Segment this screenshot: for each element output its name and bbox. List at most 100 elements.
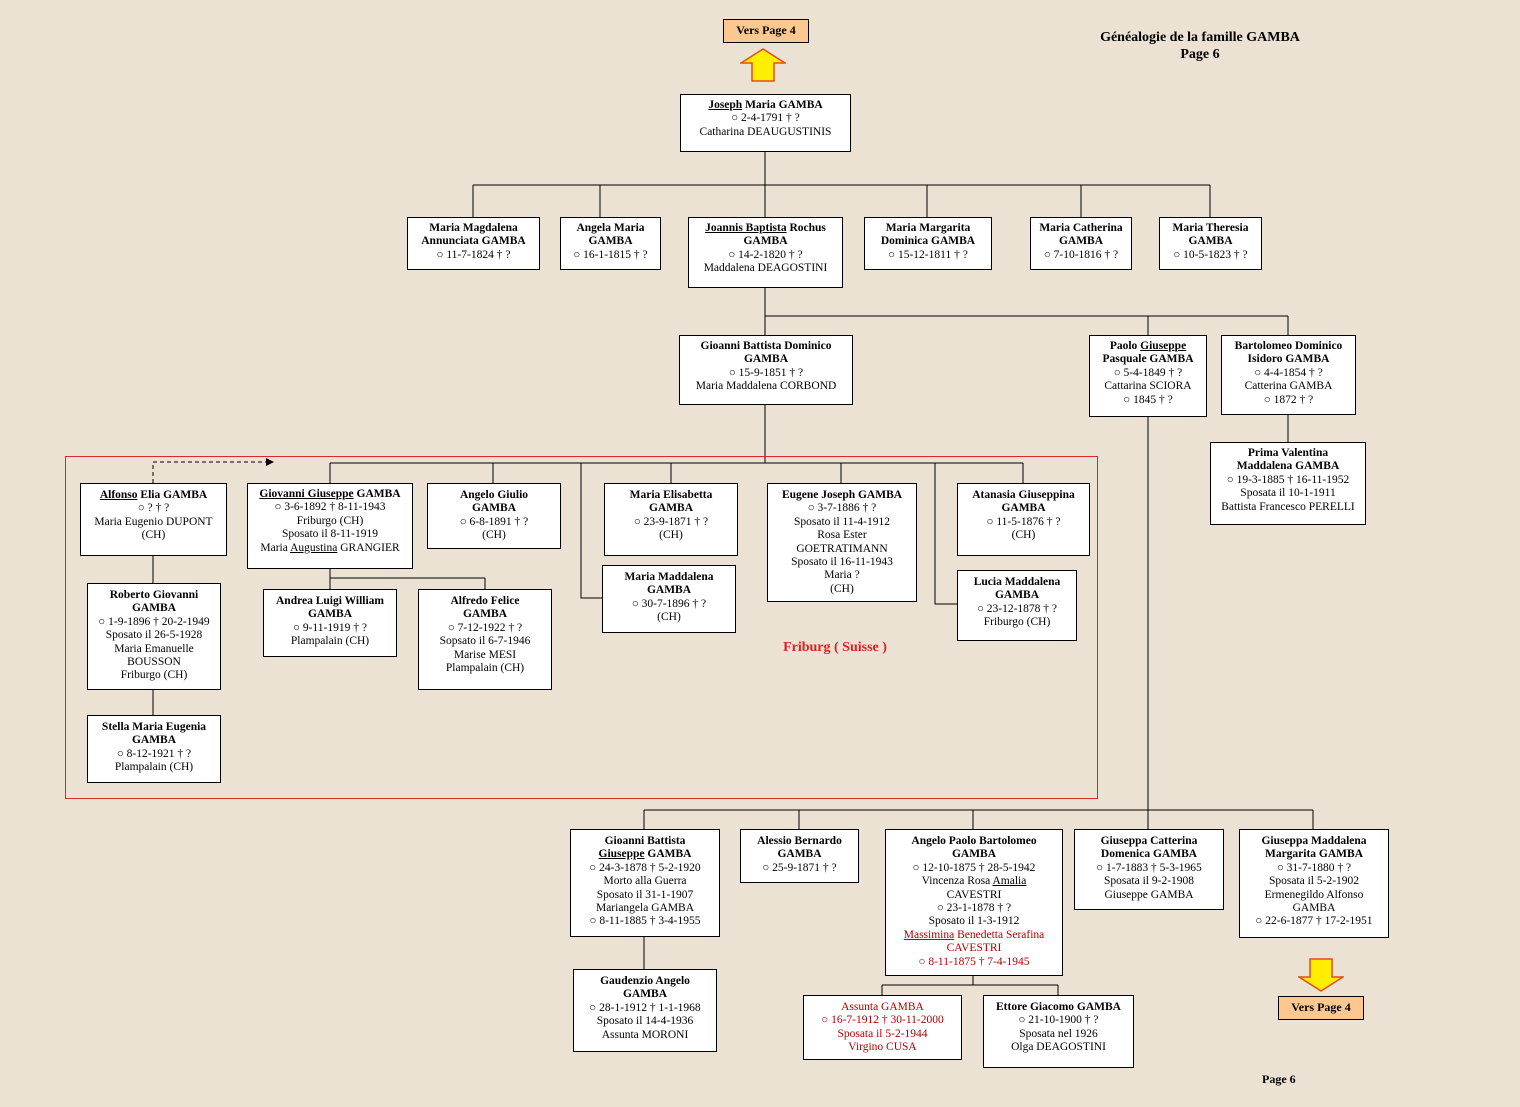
person-line: Annunciata GAMBA [410,235,537,248]
person-text: GAMBA [588,235,633,248]
person-line: ○ 9-11-1919 † ? [266,622,394,635]
person-text: ○ 19-3-1885 † 16-11-1952 [1226,473,1350,486]
person-line: Sposato il 31-1-1907 [573,889,717,902]
person-text: Friburgo (CH) [120,669,188,682]
person-line: Giuseppe GAMBA [1077,889,1221,902]
person-text: Sposato il 26-5-1928 [105,629,203,642]
person-text: ○ 8-11-1875 † 7-4-1945 [918,955,1030,968]
person-line: ○ 22-6-1877 † 17-2-1951 [1242,915,1386,928]
person-text: Andrea Luigi William [276,595,384,607]
person-line: GAMBA [266,608,394,621]
person-line: (CH) [605,611,733,624]
person-line: ○ 1872 † ? [1224,394,1353,407]
person-line: GAMBA [421,608,549,621]
person-line: Stella Maria Eugenia [90,721,218,734]
person-text: CAVESTRI [946,888,1002,901]
person-text: Ettore Giacomo GAMBA [996,1001,1121,1013]
page-number: Page 6 [1262,1072,1296,1086]
person-text: GAMBA [471,502,517,515]
person-line: Gioanni Battista Dominico [682,340,850,353]
person-text: Maddalena GAMBA [1236,460,1340,473]
person-line: ○ 15-12-1811 † ? [867,249,989,262]
person-line: ○ 11-5-1876 † ? [960,516,1087,529]
person-line: ○ 23-12-1878 † ? [960,603,1074,616]
person-text: Giovanni Giuseppe [259,488,354,500]
person-text: Elia GAMBA [137,489,208,501]
person-line: ○ 3-7-1886 † ? [770,502,914,515]
person-line: GAMBA [888,848,1060,861]
person-text: Massimina [903,928,955,941]
person-line: GAMBA [605,584,733,597]
person-text: (CH) [659,529,683,542]
person-joseph: Joseph Maria GAMBA○ 2-4-1791 † ?Catharin… [680,94,851,152]
person-text: ○ 21-10-1900 † ? [1018,1014,1099,1027]
person-text: Maria Eugenio DUPONT [94,515,213,528]
person-text: ○ 31-7-1880 † ? [1276,861,1352,874]
person-line: Lucia Maddalena [960,576,1074,589]
person-text: Maria Magdalena [429,222,518,234]
person-text: ○ 15-12-1811 † ? [888,248,968,261]
person-text: Virgino CUSA [848,1041,917,1054]
person-text: GRANGIER [337,541,400,554]
person-line: ○ 8-11-1885 † 3-4-1955 [573,915,717,928]
person-line: Ermenegildo Alfonso [1242,889,1386,902]
arrow-down-icon[interactable] [1298,958,1344,992]
person-text: GAMBA [644,848,692,861]
person-line: Giuseppa Catterina [1077,835,1221,848]
person-text: Sposato il 8-11-1919 [281,528,379,541]
person-text: Gioanni Battista Dominico [700,340,832,352]
person-text: GAMBA [131,734,177,747]
person-text: ○ 3-6-1892 † 8-11-1943 [274,501,386,514]
person-line: (CH) [83,529,224,542]
nav-to-page-4-top[interactable]: Vers Page 4 [723,19,809,43]
person-line: ○ 15-9-1851 † ? [682,367,850,380]
person-line: Domenica GAMBA [1077,848,1221,861]
person-text: GAMBA [1058,235,1104,248]
person-text: GAMBA [1001,502,1046,515]
person-text: Maria Emanuelle [114,642,194,655]
person-line: Catharina DEAUGUSTINIS [683,126,848,139]
person-line: Alfredo Felice [421,595,549,608]
person-text: Assunta GAMBA [841,1001,924,1013]
arrow-up-icon[interactable] [740,48,786,82]
person-line: ○ ? † ? [83,502,224,515]
person-line: (CH) [607,529,735,542]
person-text: ○ 7-12-1922 † ? [447,621,523,634]
person-line: GAMBA [691,235,840,248]
person-text: ○ 23-12-1878 † ? [976,602,1058,615]
region-label: Friburg ( Suisse ) [783,640,887,655]
person-line: Sposata il 5-2-1902 [1242,875,1386,888]
person-text: Gioanni Battista [604,835,686,847]
person-line: Catterina GAMBA [1224,380,1353,393]
person-text: Maria Maddalena [624,571,714,583]
person-line: GAMBA [1033,235,1129,248]
person-line: Sposato il 26-5-1928 [90,629,218,642]
person-line: ○ 28-1-1912 † 1-1-1968 [576,1002,714,1015]
person-line: Sposato il 8-11-1919 [250,528,410,541]
person-text: Giuseppe GAMBA [1104,888,1194,901]
person-text: Sposato il 11-4-1912 [793,515,891,528]
person-text: Joseph [708,99,743,111]
person-line: GAMBA [563,235,658,248]
person-line: Sposato il 11-4-1912 [770,516,914,529]
person-text: Maria Elisabetta [629,489,713,501]
person-line: Marise MESI [421,649,549,662]
nav-to-page-4-bottom[interactable]: Vers Page 4 [1278,996,1364,1020]
person-text: ○ 4-4-1854 † ? [1254,366,1323,379]
person-text: GAMBA [1292,902,1336,915]
person-text: ○ 6-8-1891 † ? [459,515,529,528]
person-text: Olga DEAGOSTINI [1011,1041,1106,1054]
person-line: Pasquale GAMBA [1092,353,1204,366]
person-line: ○ 19-3-1885 † 16-11-1952 [1213,474,1363,487]
person-text: ○ 30-7-1896 † ? [631,597,707,610]
person-text: CAVESTRI [946,942,1002,955]
person-line: Maria Emanuelle [90,643,218,656]
person-line: Assunta GAMBA [806,1001,959,1014]
person-line: ○ 1-7-1883 † 5-3-1965 [1077,862,1221,875]
